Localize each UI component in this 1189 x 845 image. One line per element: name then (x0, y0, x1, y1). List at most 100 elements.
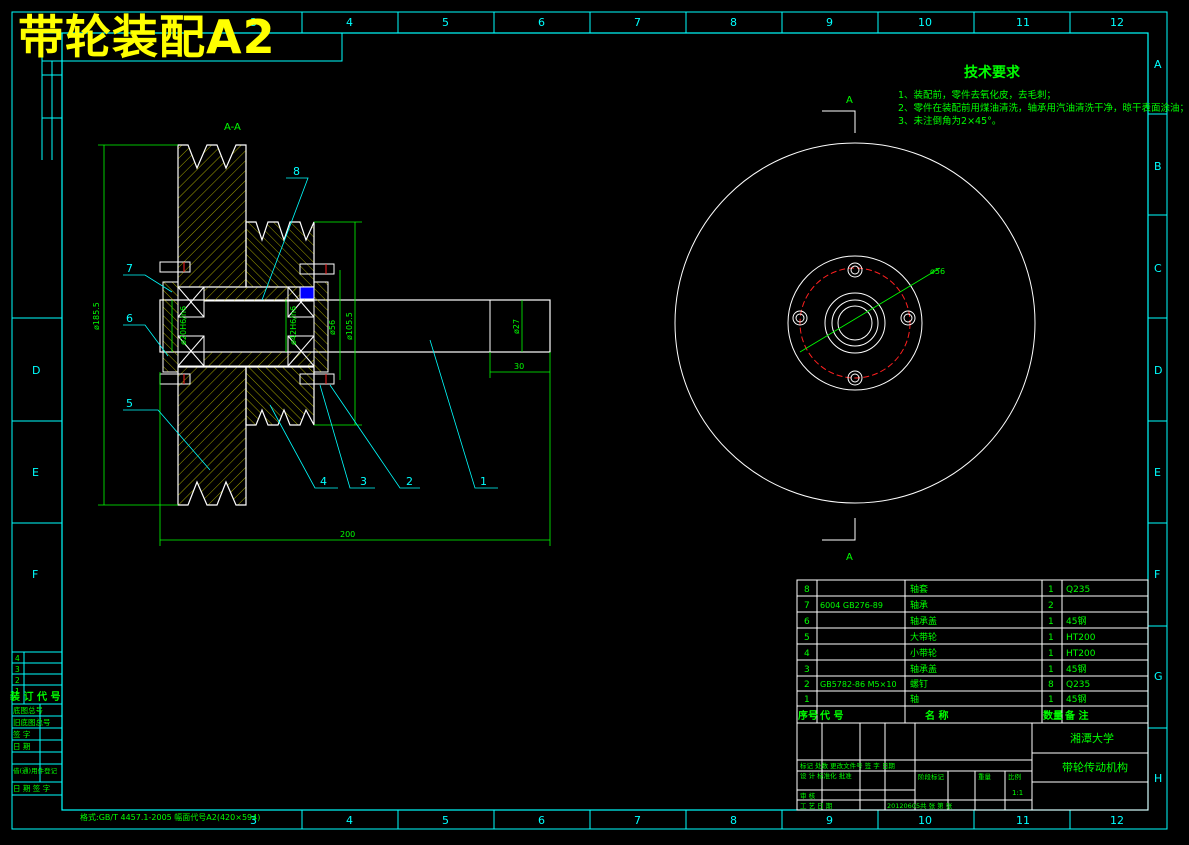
dim-d1: ø185.5 (92, 302, 101, 330)
left-row-E: E (32, 466, 39, 479)
bom-r3-qty: 1 (1048, 633, 1054, 643)
tb-scale-label: 比例 (1008, 772, 1021, 781)
balloon-2: 2 (406, 475, 413, 488)
sleeve-lower (203, 351, 315, 367)
dim-d2: ø20H6/n6 (179, 306, 188, 345)
bom-r3-no: 5 (804, 633, 810, 643)
bom-r6-name: 螺钉 (910, 679, 928, 690)
drawing-title: 带轮装配A2 (18, 10, 276, 64)
zone-labels: 3 4 5 6 7 8 9 10 11 12 3 4 5 6 7 8 9 10 … (32, 16, 1163, 827)
dimension-lines (98, 144, 551, 546)
title-block: 湘潭大学 带轮传动机构 标记 处数 更改文件号 签 字 日期 设 计 标准化 批… (796, 722, 1149, 811)
bom-r3-mat: HT200 (1066, 633, 1096, 643)
balloon-7: 7 (126, 262, 133, 275)
tech-requirements: 技术要求 1、装配前，零件去氧化皮，去毛刺； 2、零件在装配前用煤油清洗，轴承用… (898, 64, 1189, 127)
dim-d5: ø105.5 (345, 312, 354, 340)
section-mark-top: A (846, 95, 853, 106)
small-pulley-section (245, 221, 315, 288)
bearing-cover-right (313, 281, 329, 373)
tb-row-1: 标记 处数 更改文件号 签 字 日期 (800, 761, 895, 770)
row-C: C (1154, 262, 1162, 275)
tb-sheet: 共 张 第 张 (920, 801, 953, 810)
row-D: D (1154, 364, 1162, 377)
bom-r7-no: 1 (804, 695, 810, 705)
bom-r5-name: 轴承盖 (910, 663, 937, 675)
bom-r4-mat: HT200 (1066, 649, 1096, 659)
col-3-top: 3 (250, 16, 257, 29)
left-row-3: 日 期 (13, 742, 30, 751)
balloon-3: 3 (360, 475, 367, 488)
pcd-dim: ø56 (930, 267, 945, 276)
pcd-leader (799, 267, 941, 353)
col-6-top: 6 (538, 16, 545, 29)
key (299, 286, 315, 300)
row-E: E (1154, 466, 1161, 479)
balloon-5: 5 (126, 397, 133, 410)
row-G: G (1154, 670, 1163, 683)
tb-weight: 重量 (978, 773, 992, 781)
col-5-bottom: 5 (442, 814, 449, 827)
tech-item-1: 1、装配前，零件去氧化皮，去毛刺； (898, 89, 1056, 101)
bom-r7-name: 轴 (910, 693, 919, 705)
balloon-6: 6 (126, 312, 133, 325)
left-row-1: 旧底图总号 (13, 717, 51, 727)
tb-row-3: 审 核 (800, 791, 816, 800)
sleeve-upper (203, 286, 315, 302)
bom-r1-qty: 2 (1048, 601, 1054, 611)
left-sign: 日 期 签 字 (13, 783, 50, 793)
balloon-8: 8 (293, 165, 300, 178)
section-mark-bottom: A (846, 552, 853, 563)
dim-d6: ø27 (512, 319, 521, 334)
format-note: 格式:GB/T 4457.1-2005 幅面代号A2(420×594) (80, 812, 260, 822)
bolt-holes (792, 262, 916, 386)
col-11-bottom: 11 (1016, 814, 1030, 827)
bom-header-code: 代 号 (819, 709, 843, 722)
bom-r6-mat: Q235 (1066, 680, 1090, 690)
row-A: A (1154, 58, 1162, 71)
bom-r4-qty: 1 (1048, 649, 1054, 659)
bom-r6-qty: 8 (1048, 680, 1054, 690)
bom-header-qty: 数量 (1043, 709, 1063, 722)
large-pulley-section-lower (177, 366, 247, 506)
tech-heading: 技术要求 (964, 64, 1021, 81)
section-arrows (822, 110, 856, 541)
dim-l1: 30 (514, 362, 524, 371)
bom-r6-no: 2 (804, 680, 810, 690)
dim-l2: 200 (340, 530, 355, 539)
col-9-top: 9 (826, 16, 833, 29)
left-row-2: 签 字 (13, 729, 30, 739)
leader-lines (123, 177, 498, 489)
bom-header-name: 名 称 (925, 709, 948, 722)
tech-item-2: 2、零件在装配前用煤油清洗，轴承用汽油清洗干净，晾干表面涂油； (898, 102, 1189, 114)
top-left-box (41, 32, 343, 160)
end-view: ø56 A A (674, 95, 1036, 563)
bom-r4-name: 小带轮 (910, 647, 937, 659)
left-row-F: F (32, 568, 38, 581)
bom-r5-qty: 1 (1048, 665, 1054, 675)
col-7-top: 7 (634, 16, 641, 29)
col-8-top: 8 (730, 16, 737, 29)
bom-r1-name: 轴承 (910, 599, 928, 611)
col-10-bottom: 10 (918, 814, 932, 827)
small-pulley-section-lower (245, 366, 315, 426)
bom-table: 8 轴套 1 Q235 7 6004 GB276-89 轴承 2 6 轴承盖 1… (796, 579, 1149, 724)
balloon-1: 1 (480, 475, 487, 488)
left-num-2: 2 (15, 676, 20, 685)
bom-r7-qty: 1 (1048, 695, 1054, 705)
tb-row-4: 工 艺 日 期 (800, 802, 833, 810)
dim-d4: ø56 (328, 320, 337, 335)
bom-r2-name: 轴承盖 (910, 615, 937, 627)
col-11-top: 11 (1016, 16, 1030, 29)
tech-item-3: 3、未注倒角为2×45°。 (898, 115, 1001, 127)
bom-r5-no: 3 (804, 665, 810, 675)
bearing-cover-left (162, 281, 179, 373)
dim-d3: ø42H6/n6 (289, 306, 298, 345)
zone-ticks (12, 12, 1167, 829)
bom-r5-mat: 45钢 (1066, 663, 1086, 675)
section-view: A-A (92, 122, 551, 546)
bom-r3-name: 大带轮 (910, 631, 937, 643)
col-8-bottom: 8 (730, 814, 737, 827)
bom-r6-code: GB5782-86 M5×10 (820, 680, 897, 689)
